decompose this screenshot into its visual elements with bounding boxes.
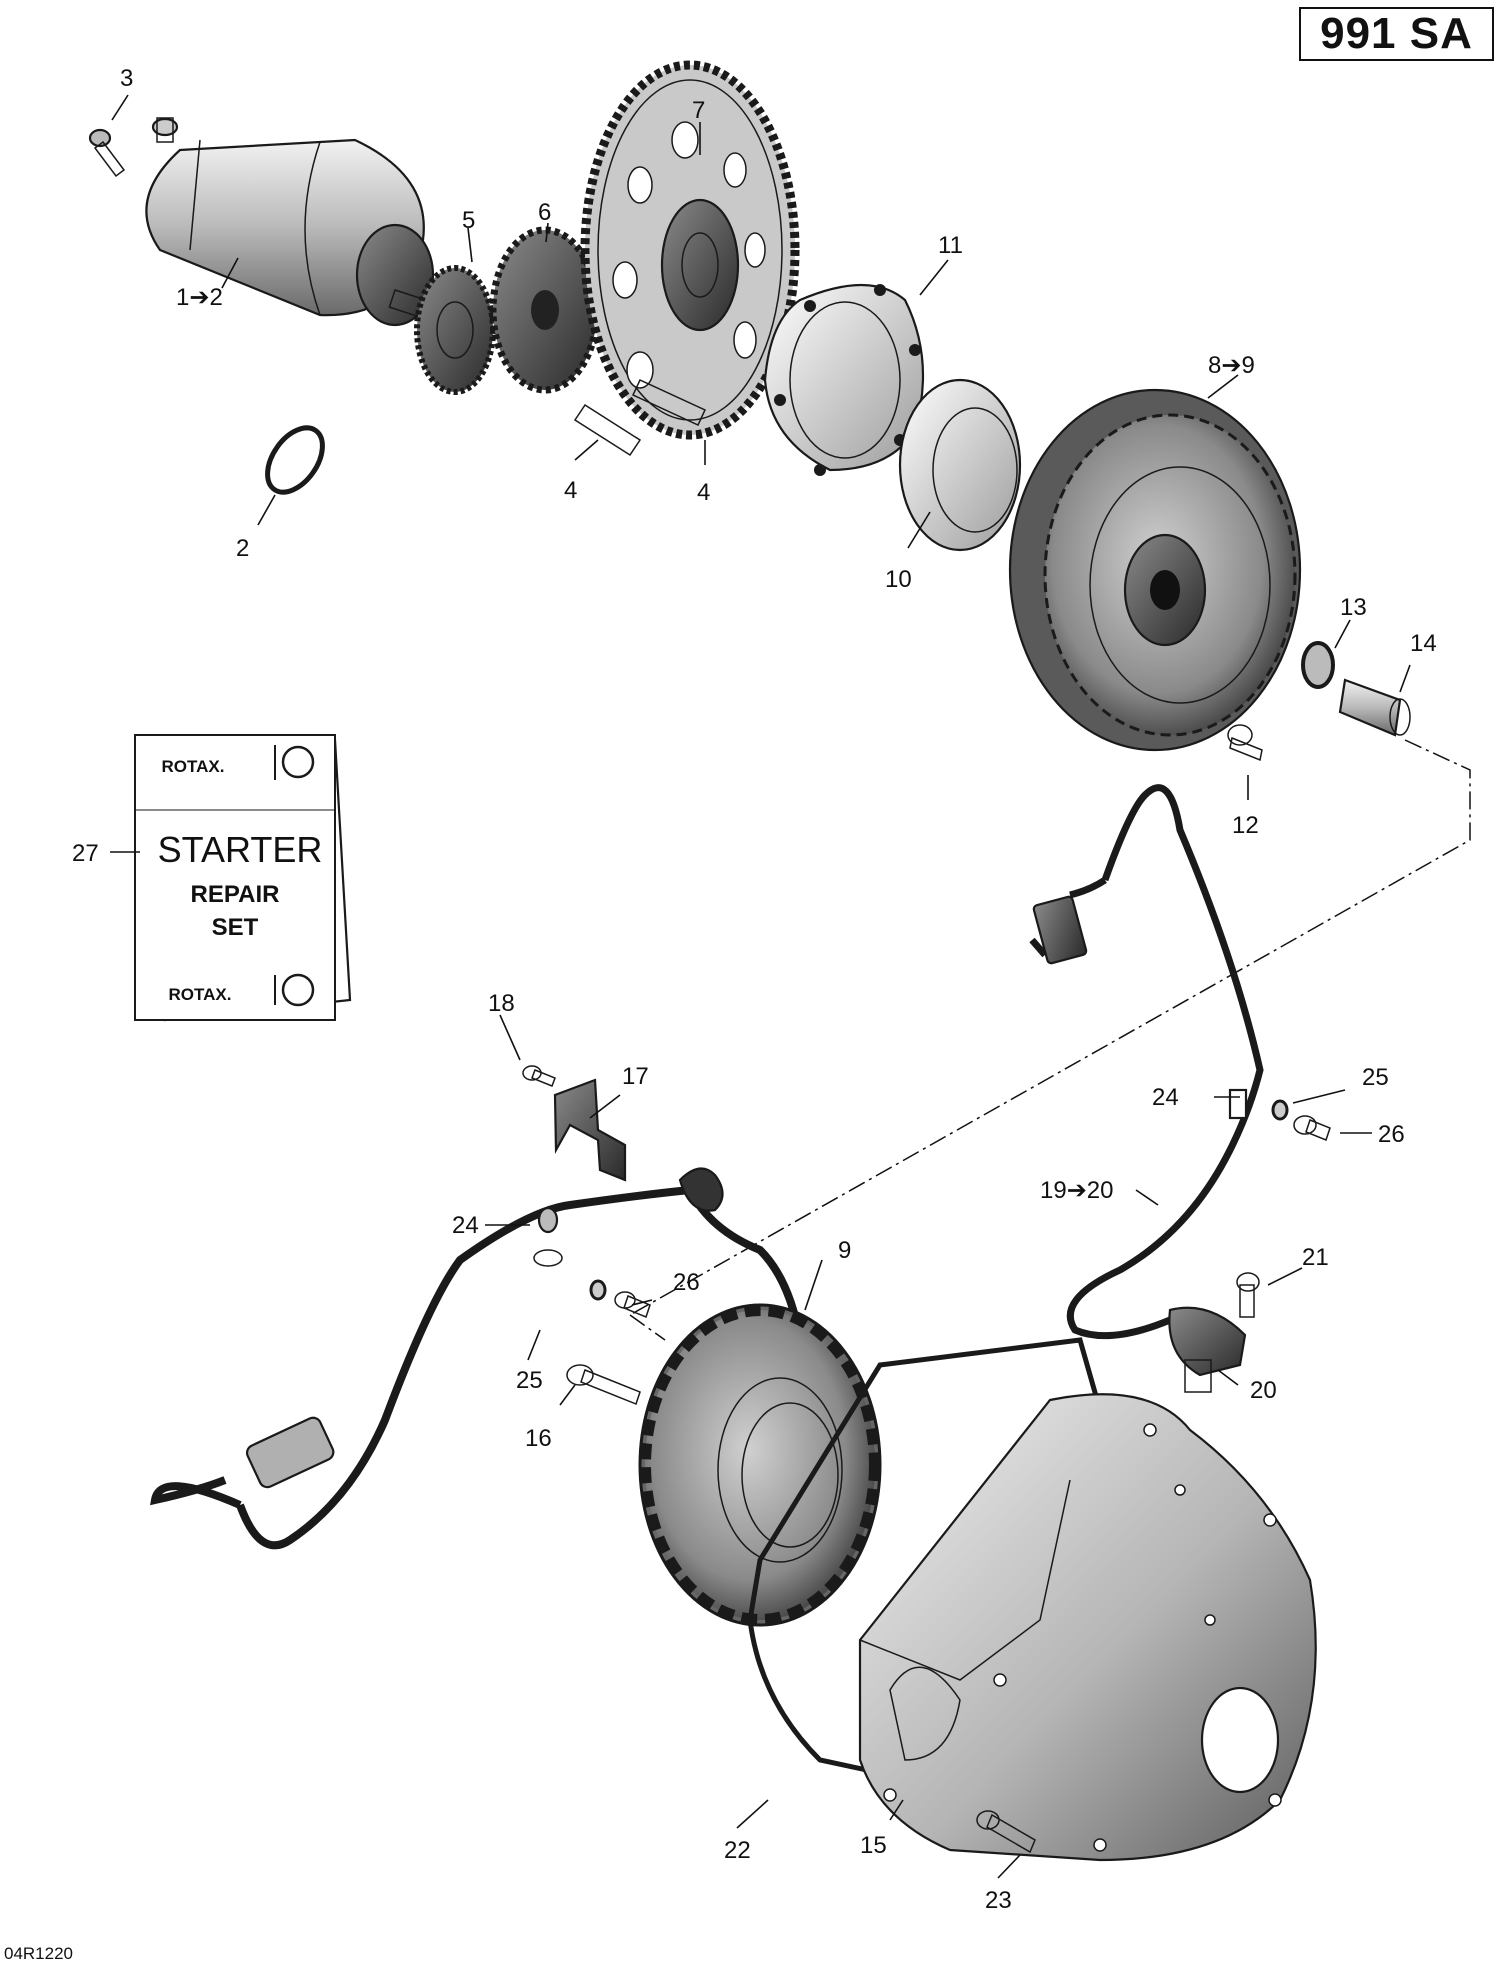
callout-14: 14: [1410, 630, 1437, 657]
callout-12: 12: [1232, 812, 1259, 839]
brand-bottom-label: ROTAX.: [169, 985, 232, 1004]
bolt-14: [1338, 678, 1411, 737]
callout-16: 16: [525, 1425, 552, 1452]
callout-6: 6: [538, 199, 551, 226]
washer-13: [1301, 641, 1335, 689]
gear-5: [414, 265, 496, 395]
magneto-cover-15: [858, 1393, 1317, 1862]
callout-4b: 4: [697, 479, 710, 506]
callout-20: 20: [1250, 1377, 1277, 1404]
callout-10: 10: [885, 566, 912, 593]
bracket-17: [553, 1078, 627, 1182]
callout-19: 19➔20: [1040, 1177, 1114, 1204]
repair-set-title: STARTER: [158, 829, 323, 870]
callout-21: 21: [1302, 1244, 1329, 1271]
callout-1: 1➔2: [176, 284, 223, 311]
pin-4b: [632, 379, 706, 426]
callout-18: 18: [488, 990, 515, 1017]
stator-9: [638, 1303, 882, 1627]
callout-24-right: 24: [1152, 1084, 1179, 1111]
callout-27: 27: [72, 840, 99, 867]
callout-26-left: 26: [673, 1269, 700, 1296]
callout-4a: 4: [564, 477, 577, 504]
drawing-reference: 04R1220: [4, 1944, 74, 1963]
brand-top-label: ROTAX.: [162, 757, 225, 776]
starter-repair-set-27: ROTAX. STARTER REPAIR SET ROTAX.: [134, 734, 352, 1022]
stator-harness: [150, 1167, 804, 1550]
leader-lines: [110, 94, 1411, 1879]
clip-24-left: [533, 1206, 563, 1267]
sensor-harness-19: [1029, 784, 1264, 1340]
callout-26-right: 26: [1378, 1121, 1405, 1148]
callout-3: 3: [120, 65, 133, 92]
callout-23: 23: [985, 1887, 1012, 1914]
screw-12: [1227, 724, 1263, 762]
callout-25-left: 25: [516, 1367, 543, 1394]
speed-sensor-20: [1168, 1306, 1247, 1393]
ring-gear-7: [580, 60, 800, 440]
bolt-16: [566, 1364, 641, 1405]
bearing-ring-10: [898, 378, 1022, 552]
starter-motor: [145, 117, 454, 327]
plate-11: [763, 284, 925, 476]
callout-7: 7: [692, 97, 705, 124]
washer-25-right: [1271, 1099, 1289, 1121]
repair-set-line3: SET: [212, 914, 259, 941]
gear-6: [489, 226, 601, 394]
callout-25-right: 25: [1362, 1064, 1389, 1091]
bolt-3: [88, 128, 126, 178]
callout-labels: 3 1➔2 2 5 6 7 4 4 11 10 8➔9 13 14 12 25 …: [72, 65, 1437, 1914]
bolt-23: [976, 1810, 1036, 1854]
washer-25-left: [589, 1279, 607, 1301]
callout-13: 13: [1340, 594, 1367, 621]
o-ring-2: [265, 425, 325, 495]
callout-11: 11: [938, 232, 963, 259]
callout-15: 15: [860, 1832, 887, 1859]
screw-21: [1236, 1272, 1260, 1318]
model-code-box: 991 SA: [1299, 7, 1494, 61]
callout-5: 5: [462, 207, 475, 234]
callout-22: 22: [724, 1837, 751, 1864]
bolt-18: [522, 1065, 556, 1087]
callout-2: 2: [236, 535, 249, 562]
screw-26-right: [1293, 1115, 1331, 1141]
callout-8: 8➔9: [1208, 352, 1255, 379]
repair-set-line2: REPAIR: [191, 881, 280, 908]
callout-24-left: 24: [452, 1212, 479, 1239]
callout-17: 17: [622, 1063, 649, 1090]
pin-4a: [573, 403, 642, 457]
assembly-axis-line: [629, 739, 1471, 1341]
callout-9: 9: [838, 1237, 851, 1264]
rotor-8: [1008, 388, 1302, 752]
